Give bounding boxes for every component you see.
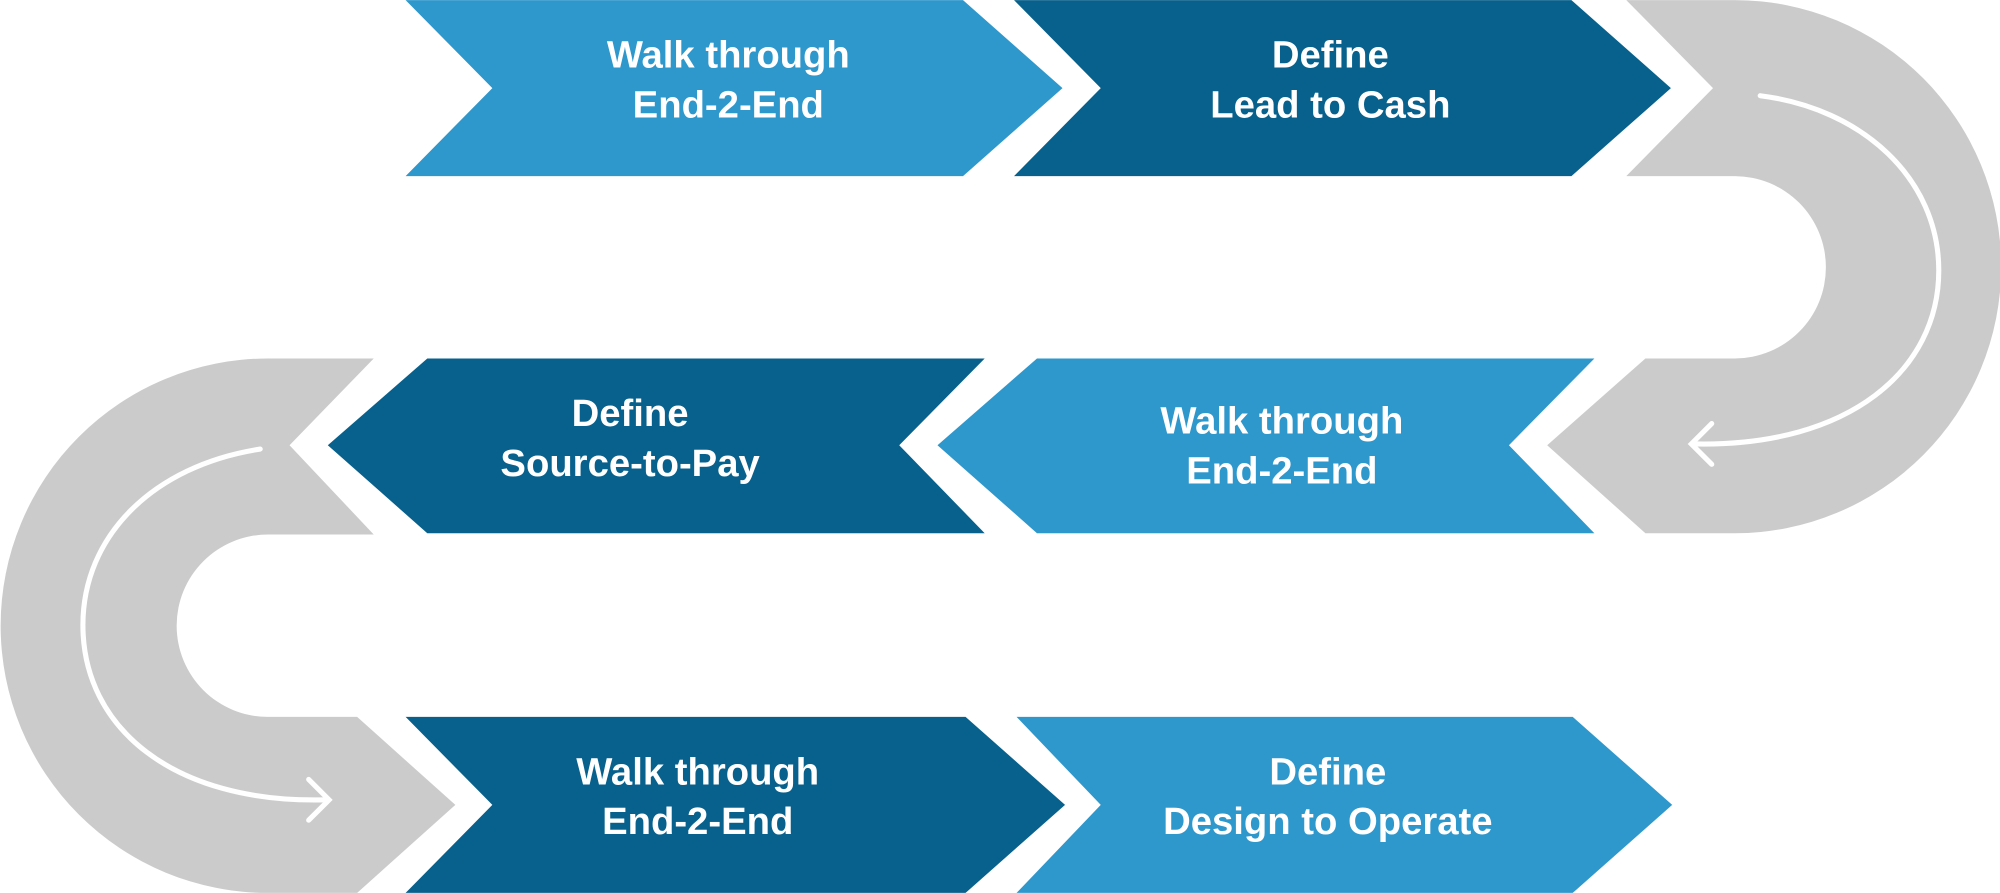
step-3-line1: Walk through xyxy=(1160,400,1403,443)
arrow-right-curve xyxy=(1693,93,1942,447)
arrowhead-right-icon xyxy=(306,776,333,823)
step-2-line1: Define xyxy=(1272,34,1389,77)
step-2-line2: Lead to Cash xyxy=(1210,83,1450,126)
step-4-line2: Source-to-Pay xyxy=(500,442,760,485)
step-6-line2: Design to Operate xyxy=(1163,800,1492,843)
step-5-line1: Walk through xyxy=(576,751,819,794)
step-6-line1: Define xyxy=(1269,751,1386,794)
arrow-left-curve xyxy=(80,446,328,803)
arrowhead-left-icon xyxy=(1687,420,1715,467)
step-4: Define Source-to-Pay xyxy=(327,358,985,534)
step-1: Walk through End-2-End xyxy=(405,0,1063,177)
step-1-line2: End-2-End xyxy=(633,83,824,126)
step-3: Walk through End-2-End xyxy=(937,358,1595,534)
step-5-line2: End-2-End xyxy=(602,800,793,843)
connector-left xyxy=(0,358,456,893)
step-6: Define Design to Operate xyxy=(1016,716,1673,893)
step-1-line1: Walk through xyxy=(607,34,850,77)
step-5: Walk through End-2-End xyxy=(405,716,1066,893)
step-4-line1: Define xyxy=(572,392,689,435)
step-2: Define Lead to Cash xyxy=(1014,0,1671,177)
step-3-line2: End-2-End xyxy=(1186,449,1377,492)
connector-right xyxy=(1547,0,2000,534)
